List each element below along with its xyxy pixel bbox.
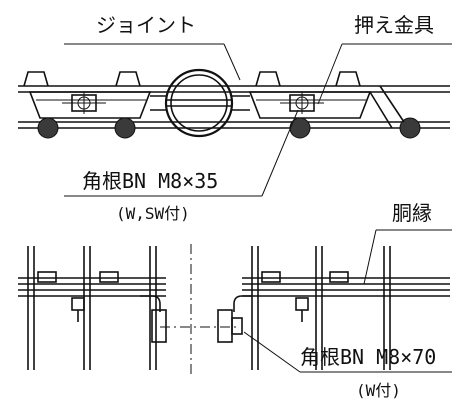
joint-pipe: [150, 68, 250, 138]
bolt-top-label: 角根BN M8×35: [82, 169, 218, 193]
wheel-icon: [399, 117, 421, 139]
bolt-bottom-label: 角根BN M8×70: [300, 345, 436, 369]
rim-label: 胴縁: [392, 201, 432, 225]
side-plate-left: [151, 309, 167, 343]
bolt-icon: [295, 297, 309, 322]
bolt-top-note: (W,SW付): [116, 204, 190, 223]
wheel-icon: [114, 117, 136, 139]
clamp-label: 押え金具: [354, 13, 434, 37]
bottom-assembly: [18, 229, 452, 378]
bolt-icon: [71, 297, 85, 322]
wheel-icon: [37, 117, 59, 139]
joint-label: ジョイント: [96, 13, 196, 37]
bolt-right: [280, 92, 324, 114]
bolt-left: [62, 92, 106, 114]
bolt-bottom-note: (W付): [356, 381, 401, 400]
top-assembly: [18, 43, 452, 197]
